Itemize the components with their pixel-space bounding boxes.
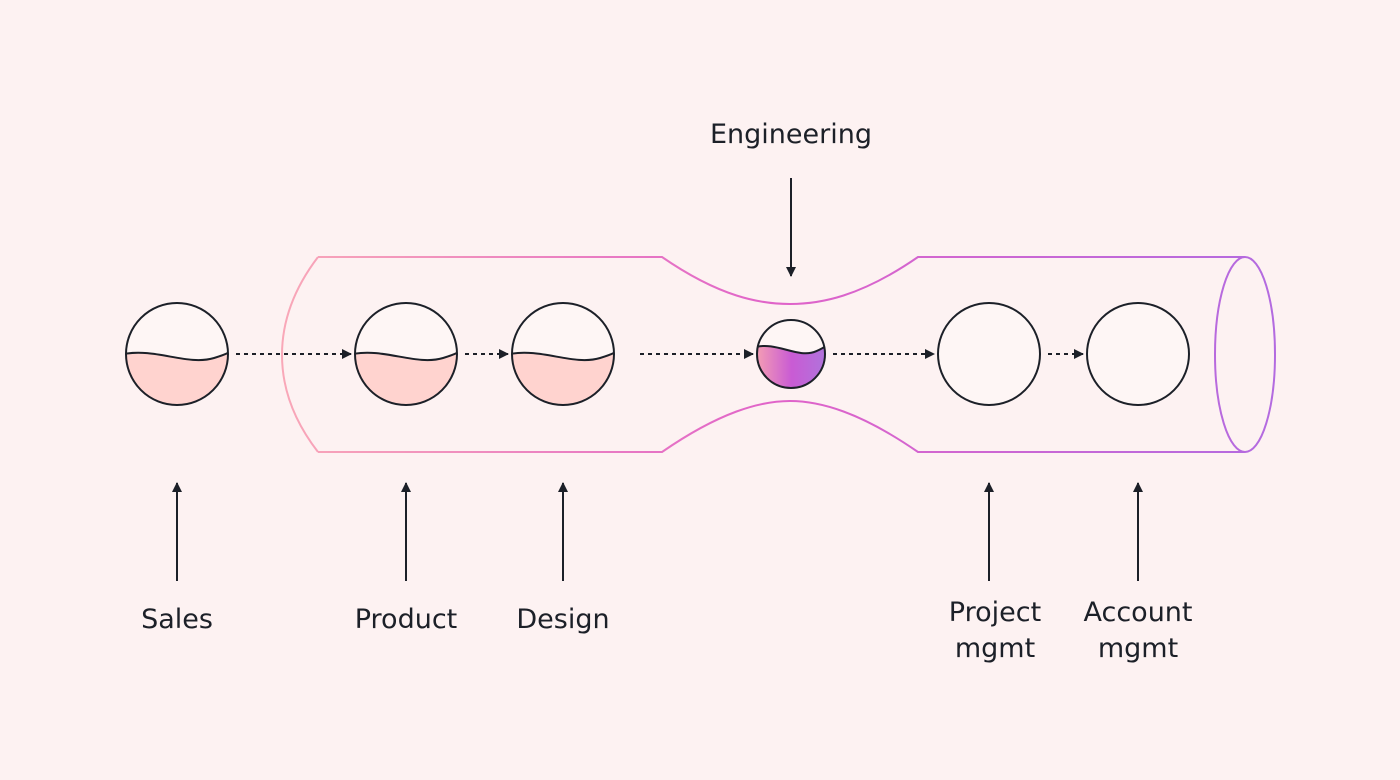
stage-outline — [354, 302, 458, 406]
label-sales: Sales — [141, 604, 213, 635]
stage-engineering — [756, 319, 826, 389]
pipe-right-opening — [1214, 256, 1276, 453]
stage-outline — [1086, 302, 1190, 406]
label-project-mgmt: mgmt — [955, 633, 1035, 664]
stage-account-mgmt — [1086, 302, 1190, 406]
stage-outline — [125, 302, 229, 406]
pipe-bottom-edge — [318, 399, 1245, 453]
liquid-surface — [512, 345, 614, 362]
stage-outline — [937, 302, 1041, 406]
liquid-fill — [355, 346, 457, 405]
liquid-fill — [757, 339, 825, 388]
label-engineering: Engineering — [710, 119, 872, 150]
stage-sales — [125, 302, 229, 406]
label-account-mgmt: Account — [1083, 597, 1192, 628]
label-project-mgmt: Project — [949, 597, 1041, 628]
liquid-surface — [355, 345, 457, 362]
label-product: Product — [355, 604, 458, 635]
liquid-fill — [512, 346, 614, 405]
liquid-fill — [126, 346, 228, 405]
pipe-left-opening — [281, 256, 319, 453]
stages — [125, 302, 1190, 406]
stage-design — [511, 302, 615, 406]
stage-outline — [756, 319, 826, 389]
stage-product — [354, 302, 458, 406]
pipe — [281, 256, 1276, 453]
liquid-surface — [757, 338, 825, 355]
label-account-mgmt: mgmt — [1098, 633, 1178, 664]
stage-bubble — [1087, 303, 1189, 405]
stage-bubble — [938, 303, 1040, 405]
stage-project-mgmt — [937, 302, 1041, 406]
pipe-top-edge — [318, 256, 1245, 306]
stage-outline — [511, 302, 615, 406]
liquid-surface — [126, 345, 228, 362]
label-design: Design — [516, 604, 609, 635]
